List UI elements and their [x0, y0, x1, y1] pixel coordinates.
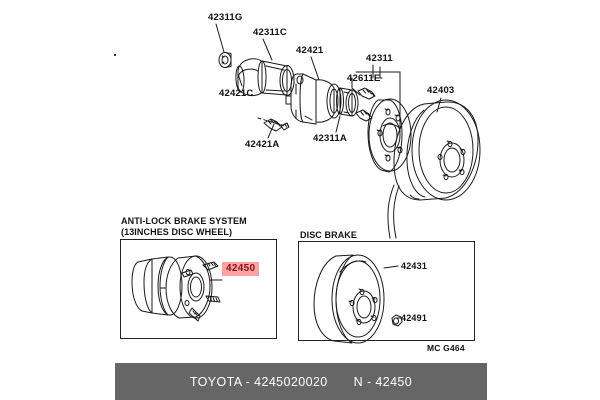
part-42311A [336, 87, 359, 117]
abs-inset-box [120, 239, 277, 339]
footer-bar: TOYOTA - 4245020020 N - 42450 [115, 363, 487, 400]
footer-brand-part: TOYOTA - 4245020020 [189, 374, 328, 389]
highlight-42450[interactable]: 42450 [222, 262, 260, 276]
callout-label-42611E: 42611E [347, 73, 381, 84]
callout-label-42491: 42491 [401, 313, 428, 323]
diagram-code: MC G464 [427, 343, 465, 353]
callout-label-42421A: 42421A [245, 139, 280, 150]
part-42421A [257, 117, 290, 132]
callout-label-42311A: 42311A [313, 133, 347, 144]
callout-label-42431: 42431 [401, 261, 428, 271]
disc-brake-inset-box [298, 241, 475, 341]
leader-drum-to-disc-inset [387, 184, 395, 239]
leader-drum-to-disc-inset-2 [393, 185, 400, 239]
callout-label-42311G: 42311G [208, 12, 243, 23]
leader-42311A [335, 115, 341, 133]
leader-42311-bracket [355, 64, 401, 79]
leader-42311C [262, 38, 273, 61]
leader-42421 [310, 56, 320, 81]
footer-alt-part: N - 42450 [353, 374, 413, 389]
callout-label-42311: 42311 [366, 53, 393, 64]
leader-42421A [267, 123, 275, 139]
part-42403 [393, 99, 481, 201]
leader-42403 [436, 97, 442, 113]
registration-dot [114, 54, 116, 56]
part-42311 [367, 98, 412, 173]
abs-inset-title-line2: (13INCHES DISC WHEEL) [121, 227, 233, 237]
leader-42611E [351, 77, 361, 96]
callout-label-42421: 42421 [296, 45, 324, 56]
callout-label-42311C: 42311C [253, 27, 287, 38]
part-42311C [257, 60, 295, 96]
part-42611E [355, 87, 376, 122]
disc-brake-inset-title: DISC BRAKE [300, 230, 358, 240]
part-42311G [218, 52, 232, 68]
leader-42311-top [379, 66, 383, 79]
callout-label-42421C: 42421C [219, 88, 254, 99]
leader-42311G [215, 23, 225, 53]
abs-inset-artwork [131, 255, 223, 322]
part-42421 [285, 73, 342, 125]
abs-inset-title-line1: ANTI-LOCK BRAKE SYSTEM [121, 216, 247, 226]
disc-brake-inset-artwork [313, 254, 403, 344]
callout-label-42403: 42403 [427, 85, 455, 96]
